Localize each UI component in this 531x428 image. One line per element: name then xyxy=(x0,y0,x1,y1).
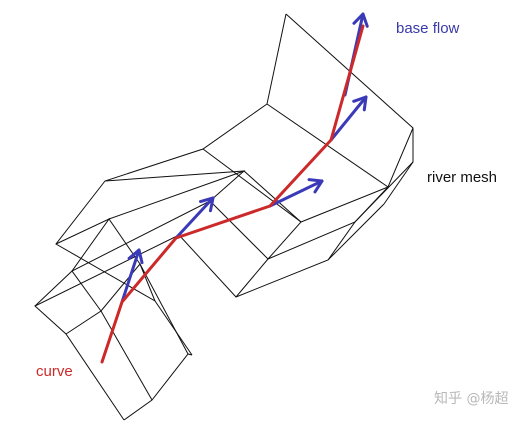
curve-path xyxy=(100,24,365,364)
curve-line xyxy=(100,24,365,364)
curve-label: curve xyxy=(36,363,73,380)
mesh-row-4 xyxy=(55,13,287,356)
mesh-row-1 xyxy=(34,203,385,421)
arrow-head xyxy=(352,95,368,112)
arrow-head xyxy=(198,196,215,213)
base-flow-arrow-4 xyxy=(329,95,368,142)
mesh-column-4 xyxy=(104,170,246,236)
mesh-column-1 xyxy=(123,353,193,421)
mesh-column-3 xyxy=(34,217,111,307)
mesh-column-5 xyxy=(202,148,302,298)
arrow-head xyxy=(127,248,144,265)
arrow-shaft xyxy=(120,248,141,304)
base-flow-arrow-2 xyxy=(174,196,215,240)
arrow-shaft xyxy=(329,95,368,142)
arrow-shaft xyxy=(268,179,324,208)
mesh-column-7 xyxy=(285,13,414,205)
arrow-head xyxy=(352,12,369,28)
river-mesh-label: river mesh xyxy=(427,169,498,186)
mesh-column-2 xyxy=(65,263,156,335)
base-flow-label: base flow xyxy=(396,20,460,37)
arrow-shaft xyxy=(174,196,215,240)
mesh-column-6 xyxy=(266,103,389,261)
mesh-row-3 xyxy=(108,127,414,355)
base-flow-arrow-1 xyxy=(120,248,144,304)
watermark-text: 知乎 @杨超 xyxy=(434,391,509,407)
base-flow-arrow-3 xyxy=(268,178,324,208)
arrow-head xyxy=(307,178,324,194)
river-mesh xyxy=(34,13,414,421)
